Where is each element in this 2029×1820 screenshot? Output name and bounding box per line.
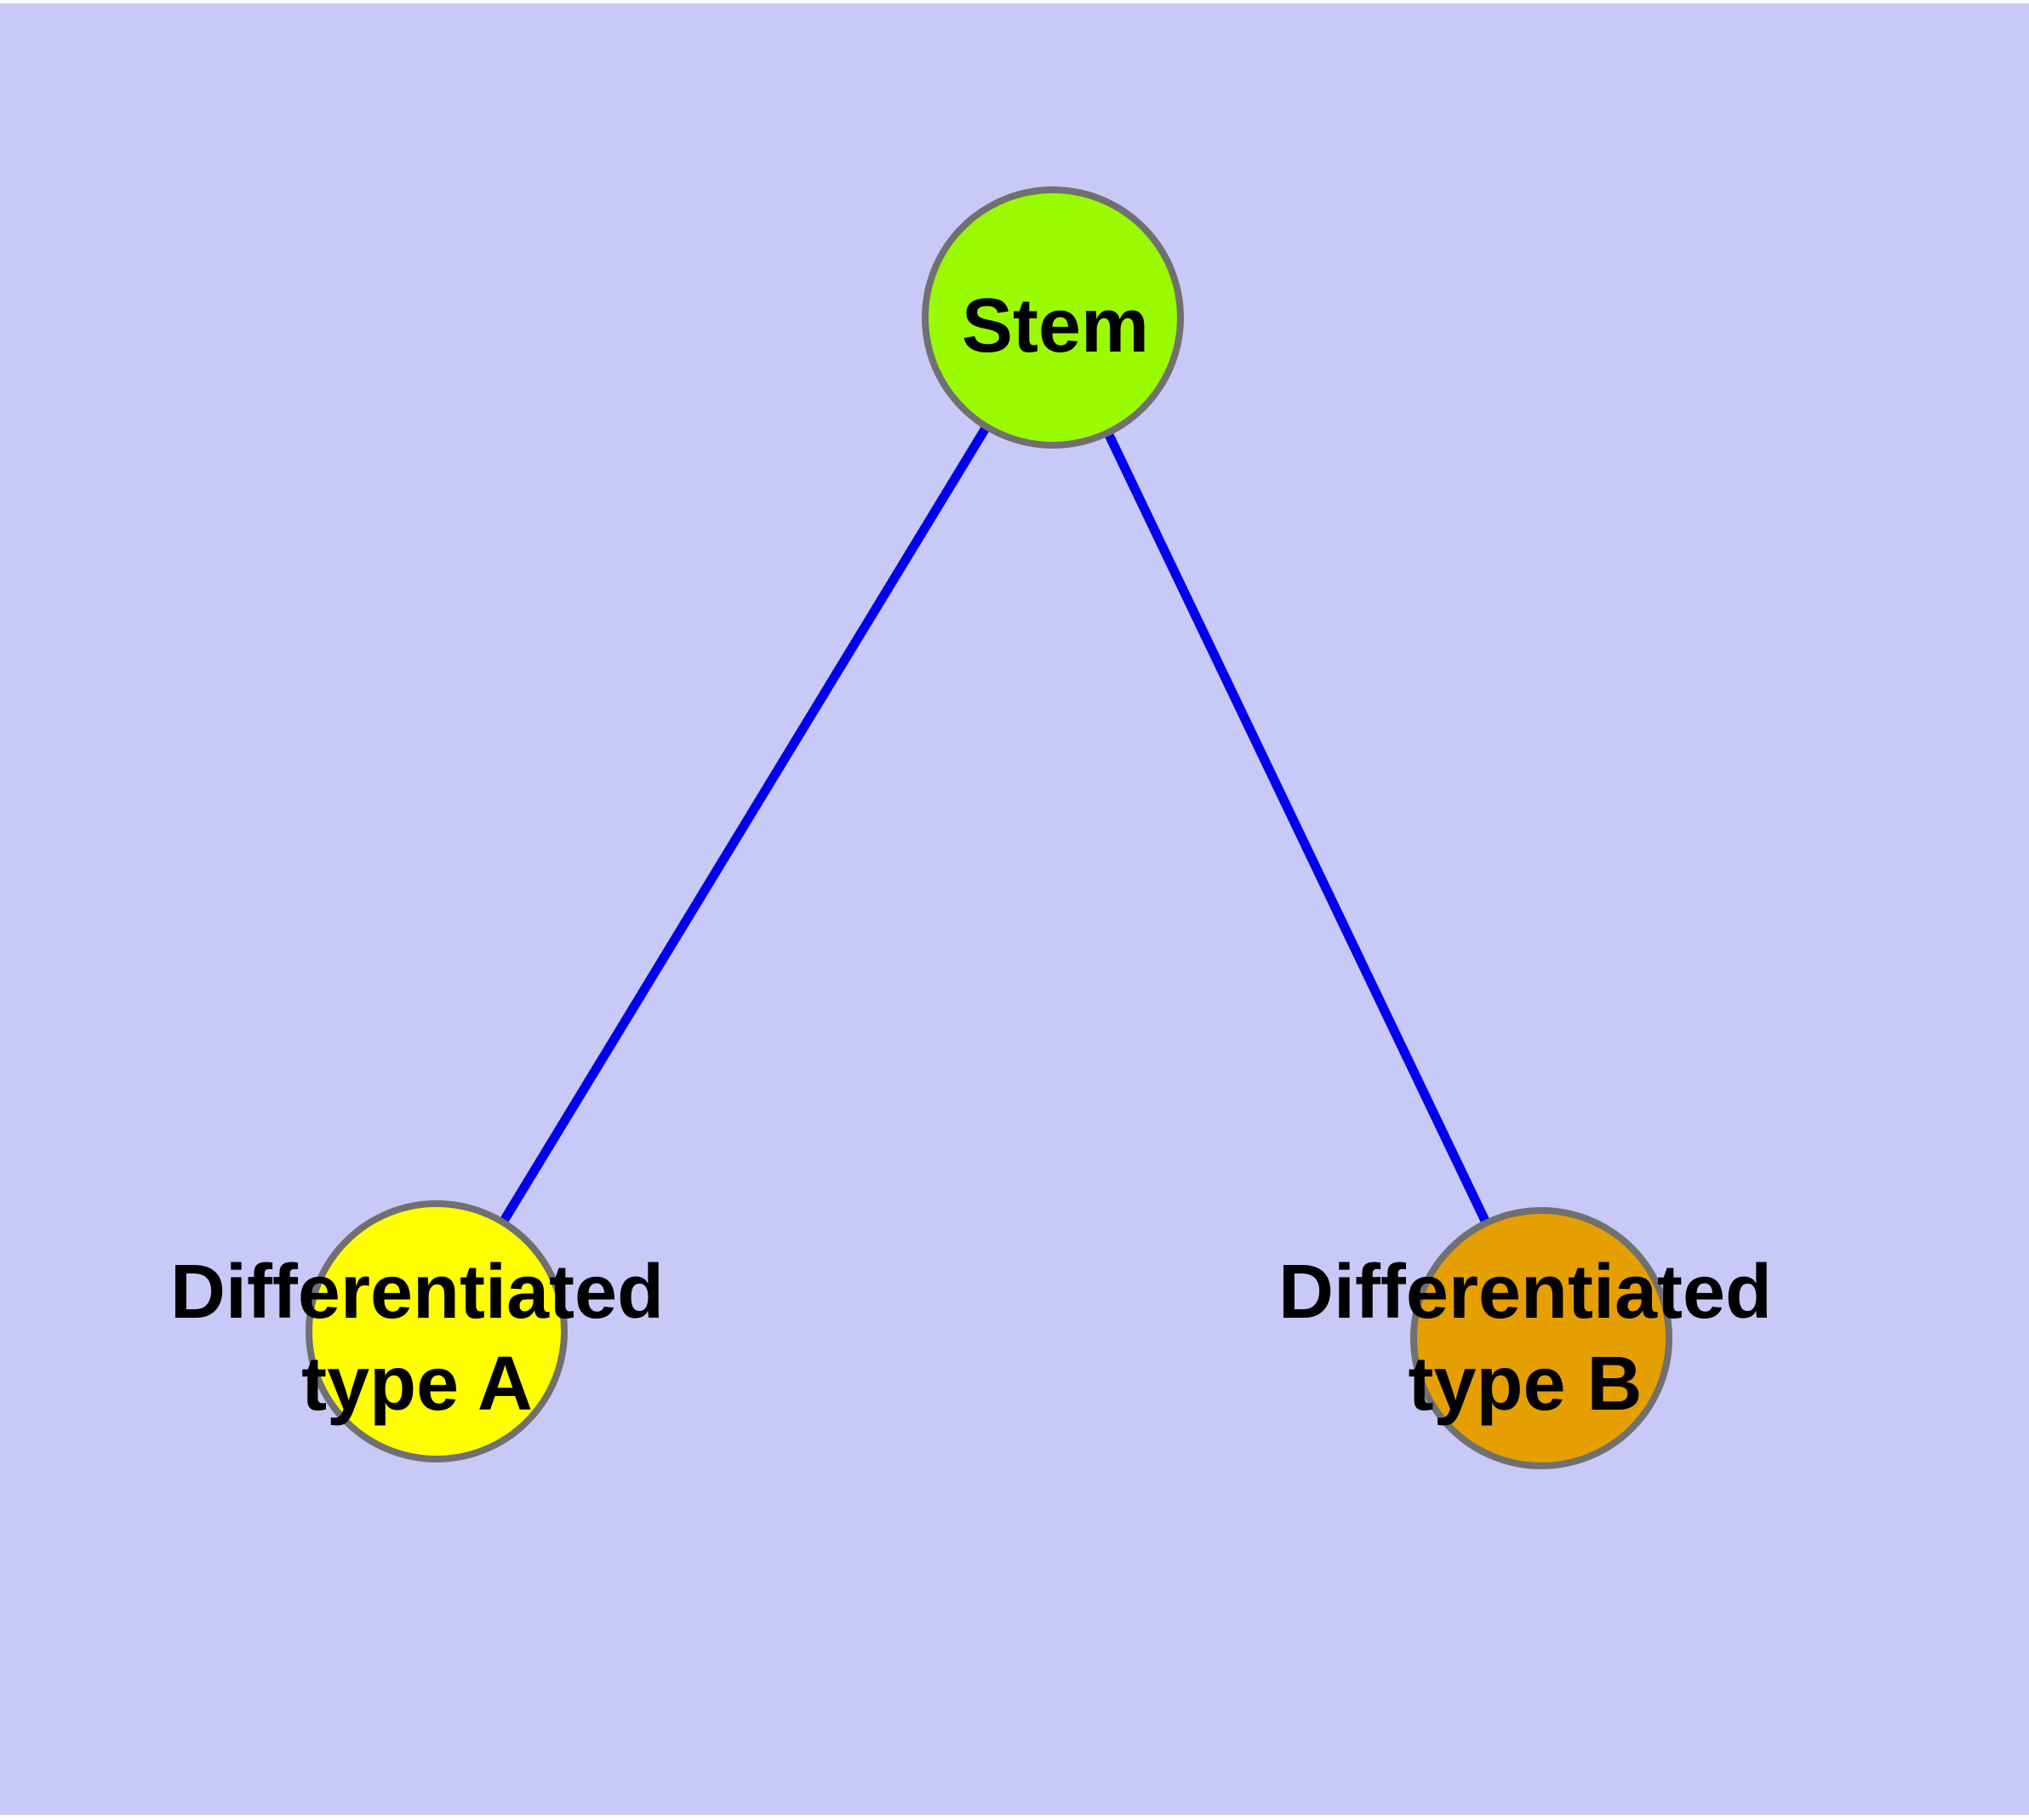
edge-stem-to-type-b bbox=[1049, 315, 1546, 1341]
node-differentiated-type-a-label-line2: type A bbox=[301, 1342, 533, 1427]
node-differentiated-type-a-label-line1: Differentiated bbox=[170, 1250, 664, 1335]
node-differentiated-type-b-label-line1: Differentiated bbox=[1278, 1250, 1772, 1335]
node-differentiated-type-a bbox=[306, 1200, 568, 1462]
edge-stem-to-type-a bbox=[432, 315, 1057, 1334]
node-stem-label: Stem bbox=[962, 283, 1149, 369]
node-stem bbox=[922, 186, 1184, 449]
node-differentiated-type-b bbox=[1410, 1207, 1672, 1469]
node-differentiated-type-b-label-line2: type B bbox=[1408, 1342, 1642, 1427]
